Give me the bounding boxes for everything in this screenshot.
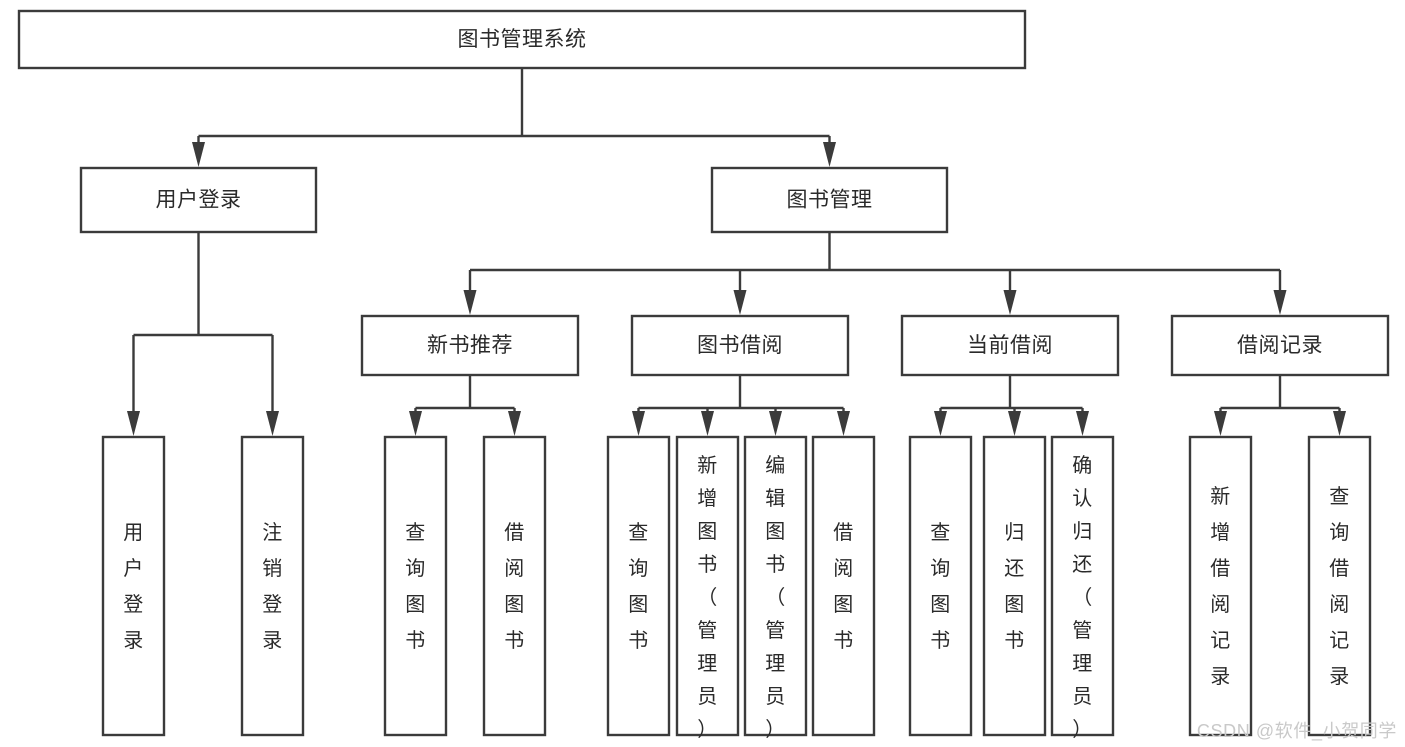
node-box <box>1050 435 1115 737</box>
edge-arrowhead <box>733 290 747 315</box>
edge-arrowhead <box>1214 411 1227 436</box>
node-label: 注销登录 <box>262 521 283 652</box>
node-leaf-b-borrow[interactable]: 借阅图书 <box>811 435 876 737</box>
edge-arrowhead <box>192 142 205 167</box>
edge-arrowhead <box>1008 411 1021 436</box>
node-box <box>900 314 1120 377</box>
node-box <box>710 166 949 234</box>
edge-arrowhead <box>127 411 140 436</box>
edge-arrowhead <box>1273 290 1287 315</box>
node-l3-newbook[interactable]: 新书推荐 <box>360 314 580 377</box>
edge-arrowhead <box>266 411 279 436</box>
node-leaf-b-query[interactable]: 查询图书 <box>606 435 671 737</box>
node-layer: 图书管理系统用户登录图书管理新书推荐图书借阅当前借阅借阅记录用户登录注销登录查询… <box>17 9 1390 741</box>
node-l3-record[interactable]: 借阅记录 <box>1170 314 1390 377</box>
node-leaf-new-borrow[interactable]: 借阅图书 <box>482 435 547 737</box>
node-box <box>811 435 876 737</box>
node-label: 查询图书 <box>628 521 649 652</box>
edge-arrowhead <box>701 411 714 436</box>
node-label: 查询图书 <box>930 521 951 652</box>
node-label: 图书管理 <box>787 189 873 212</box>
node-box <box>908 435 973 737</box>
node-l3-borrow[interactable]: 图书借阅 <box>630 314 850 377</box>
node-label: 用户登录 <box>156 189 242 212</box>
node-label: 借阅记录 <box>1237 334 1323 357</box>
node-box <box>17 9 1027 70</box>
edge-arrowhead <box>837 411 850 436</box>
node-label: 编辑图书（管理员） <box>765 454 786 741</box>
edge-arrowhead <box>1003 290 1017 315</box>
node-l3-current[interactable]: 当前借阅 <box>900 314 1120 377</box>
node-leaf-user-logout[interactable]: 注销登录 <box>240 435 305 737</box>
edge-layer <box>127 68 1346 436</box>
node-leaf-r-add[interactable]: 新增借阅记录 <box>1188 435 1253 737</box>
node-box <box>79 166 318 234</box>
node-label: 确认归还（管理员） <box>1072 454 1093 741</box>
node-label: 查询借阅记录 <box>1329 485 1350 688</box>
node-leaf-c-confirm[interactable]: 确认归还（管理员） <box>1050 435 1115 741</box>
node-box <box>101 435 166 737</box>
node-box <box>360 314 580 377</box>
node-label: 新增借阅记录 <box>1210 485 1231 688</box>
node-leaf-r-query[interactable]: 查询借阅记录 <box>1307 435 1372 737</box>
edge-arrowhead <box>1333 411 1346 436</box>
node-leaf-new-query[interactable]: 查询图书 <box>383 435 448 737</box>
node-l2-book[interactable]: 图书管理 <box>710 166 949 234</box>
node-label: 归还图书 <box>1004 521 1025 652</box>
node-label: 借阅图书 <box>833 521 854 652</box>
edge-arrowhead <box>769 411 782 436</box>
node-leaf-b-add[interactable]: 新增图书（管理员） <box>675 435 740 741</box>
node-box <box>1170 314 1390 377</box>
edge-arrowhead <box>1076 411 1089 436</box>
node-label: 新书推荐 <box>427 334 513 357</box>
edge-arrowhead <box>934 411 947 436</box>
node-label: 图书管理系统 <box>458 28 587 51</box>
node-leaf-c-query[interactable]: 查询图书 <box>908 435 973 737</box>
node-l2-user[interactable]: 用户登录 <box>79 166 318 234</box>
node-label: 图书借阅 <box>697 334 783 357</box>
node-box <box>675 435 740 737</box>
node-label: 用户登录 <box>123 522 144 652</box>
node-box <box>482 435 547 737</box>
node-box <box>606 435 671 737</box>
node-root[interactable]: 图书管理系统 <box>17 9 1027 70</box>
node-box <box>383 435 448 737</box>
node-box <box>1188 435 1253 737</box>
node-label: 借阅图书 <box>504 521 525 652</box>
node-leaf-c-return[interactable]: 归还图书 <box>982 435 1047 737</box>
node-box <box>743 435 808 737</box>
node-box <box>630 314 850 377</box>
node-leaf-user-login[interactable]: 用户登录 <box>101 435 166 737</box>
node-label: 查询图书 <box>405 521 426 652</box>
edge-arrowhead <box>508 411 521 436</box>
edge-arrowhead <box>632 411 645 436</box>
node-label: 新增图书（管理员） <box>697 454 718 741</box>
node-box <box>982 435 1047 737</box>
edge-arrowhead <box>409 411 422 436</box>
node-leaf-b-edit[interactable]: 编辑图书（管理员） <box>743 435 808 741</box>
edge-arrowhead <box>823 142 836 167</box>
node-box <box>240 435 305 737</box>
node-label: 当前借阅 <box>967 334 1053 357</box>
edge-arrowhead <box>463 290 477 315</box>
node-box <box>1307 435 1372 737</box>
